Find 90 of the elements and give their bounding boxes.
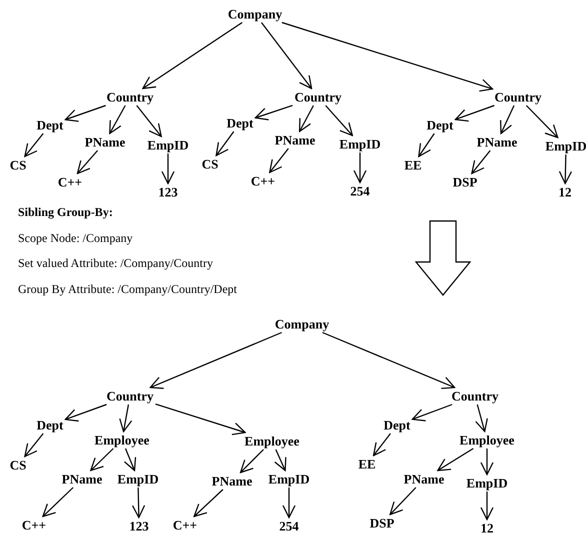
tree-node-label: Country [106, 90, 154, 104]
tree-node-label: 123 [129, 518, 149, 534]
arrow [500, 105, 515, 134]
note-text: Set valued Attribute: /Company/Country [18, 257, 213, 269]
tree-node-label: Employee [460, 432, 514, 448]
arrow [260, 22, 312, 90]
tree-node-label: C++ [250, 174, 276, 188]
arrow [150, 332, 282, 389]
arrow [155, 404, 246, 436]
tree-node-label: EmpID [339, 136, 381, 152]
arrow [282, 22, 494, 92]
tree-node-label: Dept [426, 118, 454, 132]
arrow [193, 489, 224, 518]
tree-node-label: CS [10, 158, 26, 172]
arrow [124, 448, 136, 472]
tree-node-label: PName [62, 472, 102, 486]
arrow [24, 133, 44, 158]
tree-node-label: Country [452, 388, 498, 404]
arrow [412, 404, 452, 422]
tree-node-label: EmpID [268, 472, 310, 486]
arrow [216, 131, 234, 156]
tree-node-label: DSP [452, 174, 478, 190]
arrow [282, 488, 296, 518]
tree-node-label: Dept [384, 418, 410, 432]
tree-node-label: Dept [36, 418, 64, 432]
arrow [90, 448, 114, 472]
tree-node-label: DSP [370, 516, 394, 530]
arrow [119, 404, 132, 432]
arrow [240, 449, 264, 474]
arrow [76, 150, 98, 174]
arrow [161, 154, 175, 184]
tree-node-label: EmpID [466, 476, 508, 490]
arrow [42, 487, 74, 518]
tree-node-label: CS [202, 156, 218, 172]
tree-node-label: Company [274, 316, 330, 332]
tree-node-label: Company [228, 6, 282, 22]
arrow [353, 152, 367, 184]
note-text: Scope Node: /Company [18, 232, 133, 244]
tree-node-label: 123 [158, 184, 178, 200]
tree-node-label: Employee [94, 432, 150, 448]
arrow [325, 105, 353, 136]
arrow [142, 22, 243, 90]
arrow [64, 104, 106, 122]
tree-node-label: Dept [226, 116, 254, 130]
tree-node-label: EmpID [147, 138, 189, 152]
arrow [322, 332, 456, 390]
note-text: Group By Attribute: /Company/Country/Dept [18, 283, 237, 295]
tree-node-label: Country [294, 90, 342, 104]
tree-node-label: PName [84, 134, 126, 150]
arrow [558, 154, 572, 184]
arrow [390, 487, 416, 516]
tree-node-label: PName [212, 474, 252, 488]
tree-node-label: EE [404, 158, 422, 172]
tree-node-label: C++ [58, 174, 82, 190]
arrow [24, 433, 44, 458]
tree-node-label: C++ [172, 518, 198, 532]
arrow [254, 104, 293, 120]
tree-node-label: 12 [480, 520, 494, 536]
arrow [480, 492, 494, 520]
arrow [64, 404, 107, 422]
tree-node-label: 12 [558, 184, 572, 200]
arrow [269, 148, 289, 174]
arrow [136, 105, 162, 138]
tree-node-label: Employee [244, 434, 300, 448]
tree-node-label: EmpID [545, 138, 586, 154]
tree-node-label: 254 [279, 518, 299, 534]
arrow [526, 105, 558, 138]
arrow [475, 404, 488, 432]
tree-node-label: CS [10, 458, 26, 472]
tree-node-label: PName [404, 472, 444, 486]
tree-node-label: C++ [22, 518, 46, 532]
arrow [132, 487, 146, 518]
tree-node-label: PName [476, 134, 518, 150]
arrow [109, 105, 126, 134]
tree-node-label: Dept [36, 118, 64, 132]
tree-node-label: 254 [350, 184, 370, 198]
tree-node-label: Country [494, 90, 542, 104]
heading-text: Sibling Group-By: [18, 206, 113, 218]
arrow [454, 104, 495, 122]
tree-node-label: Country [106, 388, 154, 404]
tree-node-label: EE [358, 456, 376, 472]
arrow [480, 448, 494, 476]
arrow [274, 449, 286, 472]
arrow [372, 433, 391, 456]
tree-node-label: PName [274, 132, 316, 148]
arrow [418, 133, 435, 158]
tree-node-label: EmpID [117, 472, 159, 486]
arrow [298, 105, 314, 132]
arrow [471, 150, 491, 174]
arrow [437, 448, 474, 472]
